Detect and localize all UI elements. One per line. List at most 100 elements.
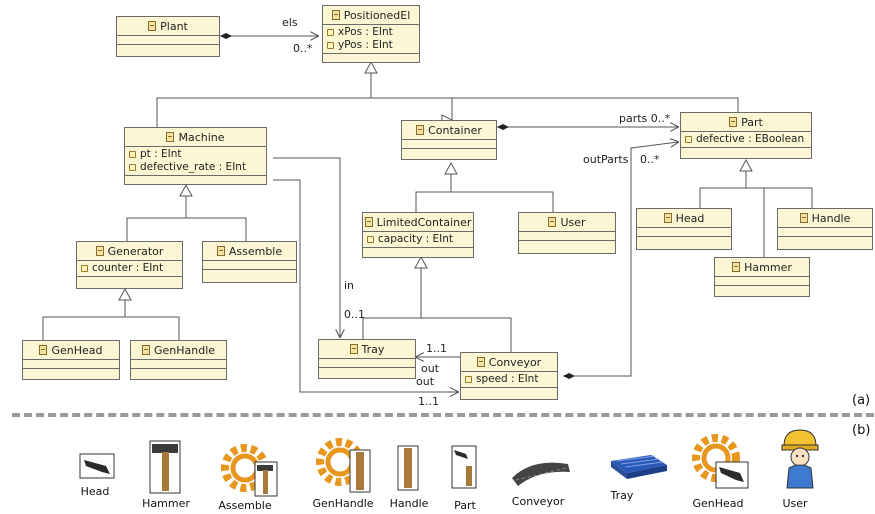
class-name: Conveyor <box>488 355 542 369</box>
gear-with-handle-icon <box>316 438 371 493</box>
panel-tag-b: (b) <box>852 423 871 438</box>
conveyor-belt-icon <box>512 462 570 486</box>
edge-label-out-1: out <box>421 362 440 375</box>
class-name: Hammer <box>744 260 792 274</box>
class-container[interactable]: Container <box>401 120 497 160</box>
icon-label-handle: Handle <box>389 497 429 510</box>
attribute: defective : EBoolean <box>696 133 805 145</box>
attribute: yPos : EInt <box>338 39 393 51</box>
class-name: Part <box>741 115 763 129</box>
attribute-icon <box>367 236 374 243</box>
class-name: GenHandle <box>153 343 216 357</box>
generalization-arrowhead <box>364 60 378 74</box>
edge-label-parts: parts 0..* <box>619 112 671 125</box>
class-generator[interactable]: Generator counter : EInt <box>76 241 183 289</box>
class-name: Generator <box>107 244 164 258</box>
class-name: Plant <box>160 19 188 33</box>
icon-label-tray: Tray <box>610 489 634 502</box>
icon-label-assemble: Assemble <box>218 499 272 512</box>
class-head[interactable]: Head <box>636 208 732 250</box>
gear-with-head-icon <box>692 434 749 489</box>
generalization-arrowhead <box>179 183 193 197</box>
class-name: LimitedContainer <box>376 215 472 229</box>
attribute-icon <box>327 29 334 36</box>
generalization-arrowhead <box>444 161 458 175</box>
class-icon <box>416 125 425 135</box>
class-icon <box>548 217 557 227</box>
class-assemble[interactable]: Assemble <box>202 241 297 283</box>
class-name: User <box>560 215 586 229</box>
generalization-arrowhead <box>414 255 428 269</box>
icon-label-part: Part <box>454 499 476 512</box>
icon-label-hammer: Hammer <box>142 497 190 510</box>
hammer-icon <box>149 440 181 494</box>
class-plant[interactable]: Plant <box>116 16 220 57</box>
edge-label-els: els <box>282 16 298 29</box>
class-icon <box>166 132 175 142</box>
class-name: Handle <box>811 211 851 225</box>
attribute-icon <box>129 164 136 171</box>
class-conveyor[interactable]: Conveyor speed : EInt <box>460 352 558 400</box>
worker-icon <box>781 429 819 489</box>
edge-label-out-2: out <box>416 375 435 388</box>
edge-inherit-generator <box>42 290 180 340</box>
class-positioned-el[interactable]: PositionedEl xPos : EInt yPos : EInt <box>322 5 420 63</box>
edge-label-tray-multiplicity: 1..1 <box>426 342 447 355</box>
class-icon <box>141 345 150 355</box>
class-gen-handle[interactable]: GenHandle <box>130 340 227 380</box>
class-icon <box>476 357 485 367</box>
generalization-arrowhead <box>739 158 753 172</box>
attribute-icon <box>327 42 334 49</box>
class-gen-head[interactable]: GenHead <box>22 340 120 380</box>
class-hammer[interactable]: Hammer <box>714 257 810 297</box>
attribute-icon <box>685 136 692 143</box>
class-tray[interactable]: Tray <box>318 339 416 379</box>
class-name: Machine <box>178 130 225 144</box>
class-name: Assemble <box>228 244 283 258</box>
class-icon <box>729 117 738 127</box>
attribute: speed : EInt <box>476 373 539 385</box>
icon-label-user: User <box>782 497 808 510</box>
edge-label-outparts: outParts <box>583 153 629 166</box>
edge-conveyor-outparts <box>563 142 678 376</box>
class-icon <box>799 213 808 223</box>
class-part[interactable]: Part defective : EBoolean <box>680 112 812 159</box>
class-icon <box>732 262 741 272</box>
attribute: defective_rate : EInt <box>140 161 247 173</box>
class-icon <box>148 21 157 31</box>
edge-inherit-machine <box>126 193 247 241</box>
class-machine[interactable]: Machine pt : EInt defective_rate : EInt <box>124 127 267 185</box>
class-icon <box>39 345 48 355</box>
class-name: Head <box>675 211 705 225</box>
class-icon <box>349 344 358 354</box>
edge-label-outparts-multiplicity: 0..* <box>640 153 660 166</box>
class-icon <box>95 246 104 256</box>
panel-separator <box>12 413 874 417</box>
class-name: PositionedEl <box>343 8 411 22</box>
edge-inherit-limitedcontainer <box>362 260 512 352</box>
edge-label-in-multiplicity: 0..1 <box>344 308 365 321</box>
attribute: pt : EInt <box>140 148 182 160</box>
edge-machine-out <box>273 179 458 392</box>
class-icon <box>216 246 225 256</box>
panel-tag-a: (a) <box>852 393 871 408</box>
attribute: xPos : EInt <box>338 26 393 38</box>
attribute: counter : EInt <box>92 262 164 274</box>
tray-icon <box>611 455 667 479</box>
icon-label-genhandle: GenHandle <box>312 497 374 510</box>
class-name: Container <box>428 123 482 137</box>
class-limited-container[interactable]: LimitedContainer capacity : EInt <box>362 212 474 258</box>
head-icon <box>79 453 115 479</box>
class-handle[interactable]: Handle <box>777 208 873 250</box>
class-icon <box>331 10 340 20</box>
edge-label-in: in <box>344 279 355 292</box>
handle-icon <box>397 445 419 491</box>
class-icon <box>364 217 373 227</box>
edge-label-els-multiplicity: 0..* <box>293 42 313 55</box>
icon-label-head: Head <box>80 485 110 498</box>
class-user[interactable]: User <box>518 212 616 254</box>
edge-inherit-positionedel <box>156 70 739 127</box>
icon-label-conveyor: Conveyor <box>511 495 565 508</box>
icon-label-genhead: GenHead <box>692 497 744 510</box>
